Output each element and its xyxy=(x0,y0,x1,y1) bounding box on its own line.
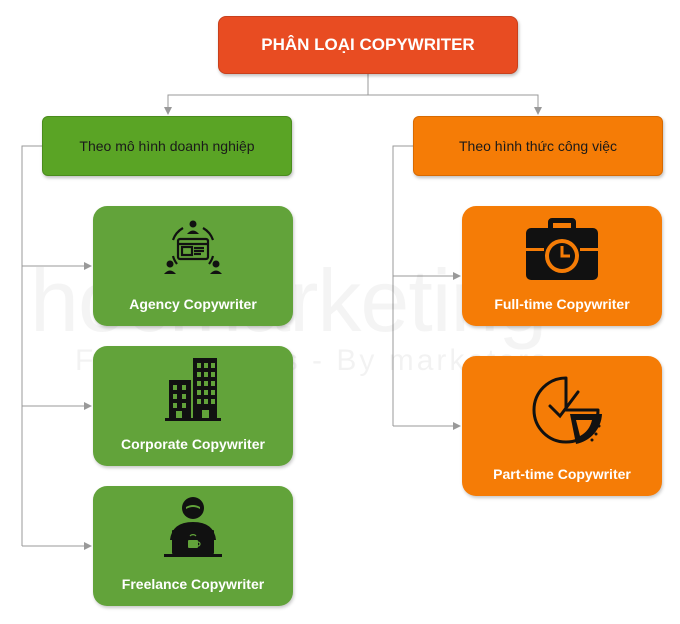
node-parttime-copywriter: Part-time Copywriter xyxy=(462,356,662,496)
category-label: Theo mô hình doanh nghiệp xyxy=(79,138,255,154)
briefcase-clock-icon xyxy=(526,218,598,280)
node-freelance-copywriter: Freelance Copywriter xyxy=(93,486,293,606)
node-label: Full-time Copywriter xyxy=(494,296,630,312)
node-corporate-copywriter: Corporate Copywriter xyxy=(93,346,293,466)
person-laptop-icon xyxy=(164,497,222,557)
node-label: Part-time Copywriter xyxy=(493,466,631,482)
partial-clock-icon xyxy=(532,376,602,444)
node-agency-copywriter: Agency Copywriter xyxy=(93,206,293,326)
node-fulltime-copywriter: Full-time Copywriter xyxy=(462,206,662,326)
root-label: PHÂN LOẠI COPYWRITER xyxy=(261,35,475,54)
agency-team-icon xyxy=(164,220,222,274)
category-label: Theo hình thức công việc xyxy=(458,138,618,154)
category-business-model: Theo mô hình doanh nghiệp xyxy=(42,116,292,176)
root-node: PHÂN LOẠI COPYWRITER xyxy=(218,16,518,74)
node-label: Freelance Copywriter xyxy=(121,576,265,592)
node-label: Agency Copywriter xyxy=(129,296,257,312)
category-work-type: Theo hình thức công việc xyxy=(413,116,663,176)
buildings-icon xyxy=(165,358,221,421)
node-label: Corporate Copywriter xyxy=(121,436,265,452)
